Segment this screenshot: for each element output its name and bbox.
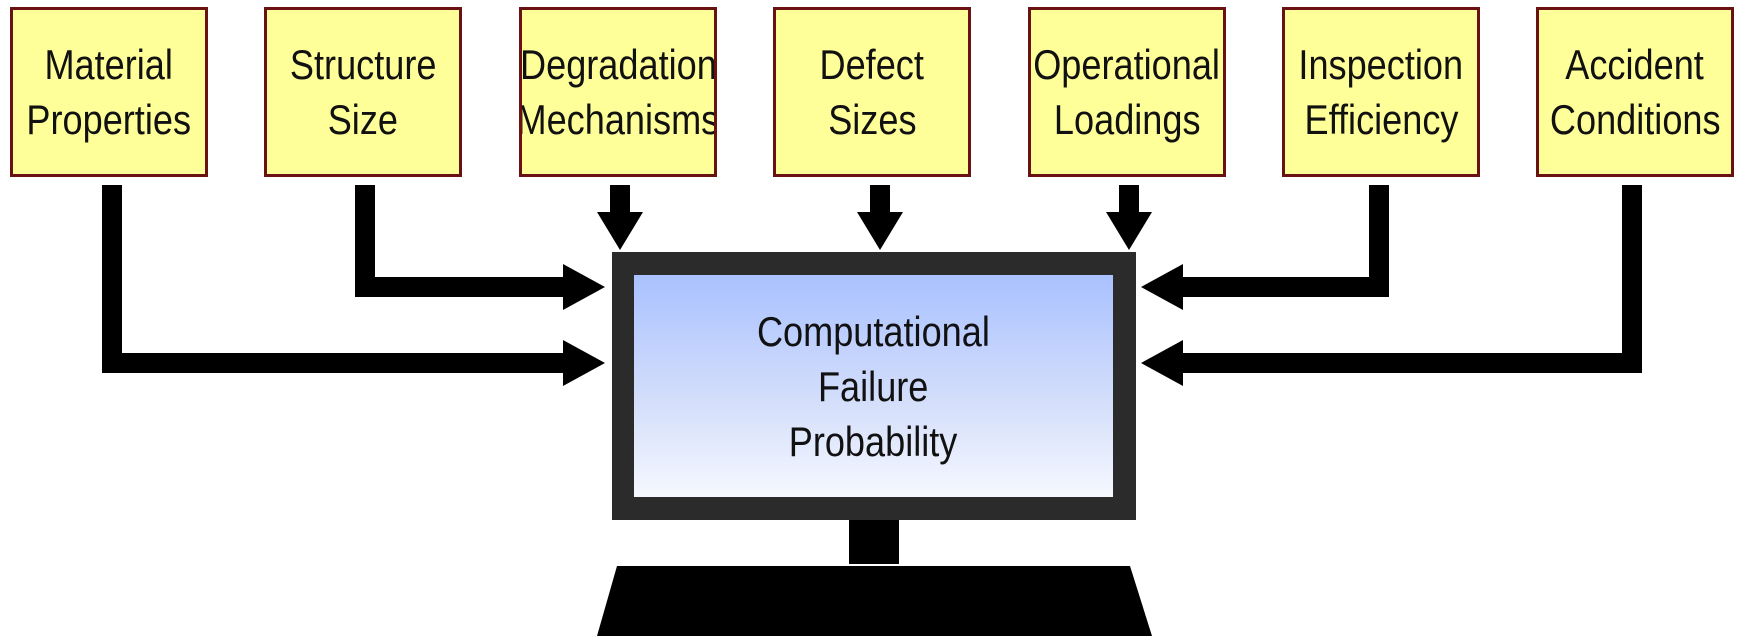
input-label-line1: Accident bbox=[1565, 41, 1705, 88]
input-label-line2: Properties bbox=[26, 96, 192, 143]
input-label-line1: Structure bbox=[289, 41, 437, 88]
output-label-line2: Failure bbox=[818, 362, 929, 410]
input-box-accident-conditions: Accident Conditions bbox=[1536, 7, 1734, 177]
input-box-defect-sizes: Defect Sizes bbox=[773, 7, 971, 177]
arrow-accident-conditions bbox=[1180, 185, 1642, 373]
arrow-structure-size bbox=[355, 185, 570, 297]
arrow-material-properties bbox=[102, 185, 570, 373]
arrowhead-inspection-efficiency bbox=[1141, 264, 1183, 310]
arrow-inspection-efficiency bbox=[1180, 185, 1389, 297]
input-box-degradation-mechanisms: Degradation Mechanisms bbox=[519, 7, 717, 177]
arrowhead-material-properties bbox=[563, 340, 605, 386]
input-label-line2: Mechanisms bbox=[519, 96, 717, 143]
input-label-line2: Conditions bbox=[1549, 96, 1721, 143]
input-label-line2: Size bbox=[327, 96, 399, 143]
output-label-line1: Computational bbox=[757, 307, 990, 355]
input-label-line1: Material bbox=[44, 41, 174, 88]
input-label-line1: Defect bbox=[819, 41, 925, 88]
output-label-line3: Probability bbox=[789, 417, 958, 465]
arrowhead-accident-conditions bbox=[1141, 340, 1183, 386]
input-label-line1: Inspection bbox=[1298, 41, 1464, 88]
input-label-line1: Operational bbox=[1033, 41, 1221, 88]
monitor-base bbox=[597, 566, 1152, 636]
input-label-line2: Sizes bbox=[827, 96, 917, 143]
arrowhead-operational-loadings bbox=[1106, 212, 1152, 250]
input-box-operational-loadings: Operational Loadings bbox=[1028, 7, 1226, 177]
input-box-inspection-efficiency: Inspection Efficiency bbox=[1282, 7, 1480, 177]
input-label-line2: Efficiency bbox=[1304, 96, 1458, 143]
input-label-line2: Loadings bbox=[1053, 96, 1201, 143]
monitor-stand bbox=[849, 520, 899, 564]
arrowhead-structure-size bbox=[563, 264, 605, 310]
arrowhead-degradation-mechanisms bbox=[597, 212, 643, 250]
input-label-line1: Degradation bbox=[519, 41, 717, 88]
input-box-structure-size: Structure Size bbox=[264, 7, 462, 177]
monitor-screen: Computational Failure Probability bbox=[634, 275, 1113, 497]
input-box-material-properties: Material Properties bbox=[10, 7, 208, 177]
arrowhead-defect-sizes bbox=[857, 212, 903, 250]
